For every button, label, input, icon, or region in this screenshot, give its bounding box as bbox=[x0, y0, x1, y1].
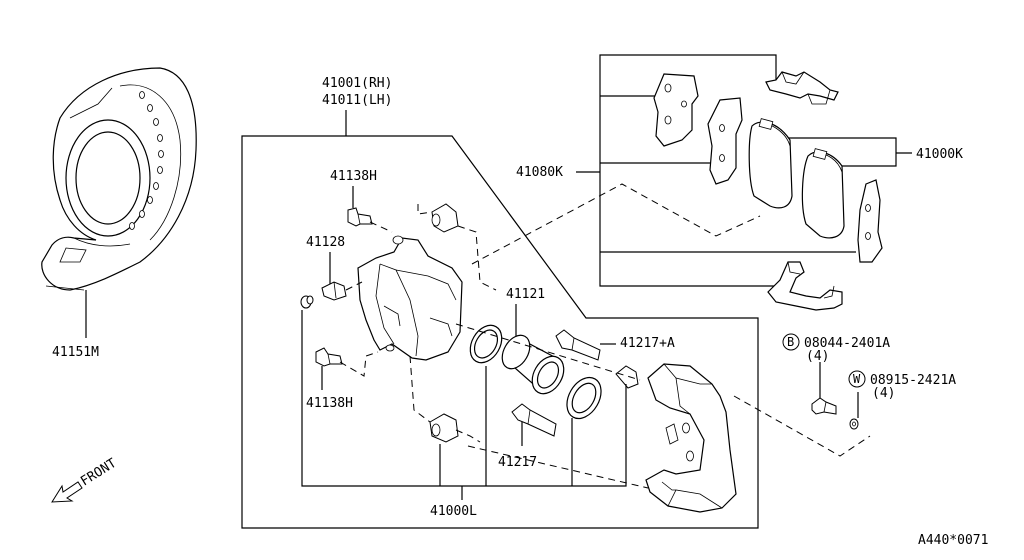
label-caliper-rh: 41001(RH) bbox=[322, 76, 392, 91]
pin-boot-upper-part bbox=[431, 203, 459, 233]
brake-pad-inner-part bbox=[801, 148, 845, 239]
guide-pin-lower-part bbox=[511, 403, 557, 437]
pin-boot-small-part bbox=[615, 365, 639, 389]
brake-pad-outer-part bbox=[748, 118, 793, 209]
label-baffle-plate: 41151M bbox=[52, 345, 99, 360]
washer-part bbox=[849, 418, 859, 430]
pad-retainer-clip-bottom-part bbox=[767, 261, 843, 311]
label-bolt-upper: 41138H bbox=[330, 169, 377, 184]
pad-shim-right-part bbox=[857, 179, 883, 263]
front-arrow-icon bbox=[51, 481, 83, 503]
caliper-bracket-part bbox=[645, 363, 737, 513]
pad-shim-part bbox=[653, 73, 699, 147]
label-pad-kit: 41000K bbox=[916, 147, 963, 162]
bolt-marker-icon: B bbox=[782, 333, 800, 351]
label-bolt-qty: (4) bbox=[806, 349, 829, 364]
pin-boot-lower-part bbox=[429, 413, 459, 443]
label-caliper-lh: 41011(LH) bbox=[322, 93, 392, 108]
caliper-bolt-lower-part bbox=[315, 347, 343, 367]
caliper-body-part bbox=[357, 235, 463, 361]
label-pin-upper: 41217+A bbox=[620, 336, 675, 351]
label-bolt-code: 08044-2401A bbox=[804, 336, 890, 351]
guide-pin-upper-part bbox=[555, 329, 601, 361]
pad-kit-frame bbox=[599, 54, 777, 287]
piston-part bbox=[501, 334, 565, 395]
label-bleeder: 41128 bbox=[306, 235, 345, 250]
dust-cap-part bbox=[300, 295, 314, 309]
caliper-bolt-upper-part bbox=[347, 207, 373, 227]
bleeder-screw-part bbox=[321, 281, 347, 301]
mounting-bolt-part bbox=[811, 397, 837, 415]
label-piston-seal: 41121 bbox=[506, 287, 545, 302]
washer-marker-letter: W bbox=[853, 372, 861, 386]
pad-shim-inner-part bbox=[707, 97, 743, 185]
bolt-marker-letter: B bbox=[787, 335, 794, 349]
caliper-assembly-frame bbox=[241, 135, 759, 529]
piston-seal-part bbox=[469, 324, 503, 364]
label-repair-kit: 41000L bbox=[430, 504, 477, 519]
label-front: FRONT bbox=[78, 456, 119, 490]
piston-boot-part bbox=[566, 376, 602, 420]
pad-retainer-clip-top-part bbox=[765, 71, 839, 105]
diagram-id: A440*0071 bbox=[918, 533, 988, 548]
baffle-plate-part bbox=[41, 67, 197, 291]
label-pin-lower: 41217 bbox=[498, 455, 537, 470]
washer-marker-icon: W bbox=[848, 370, 866, 388]
label-bolt-lower: 41138H bbox=[306, 396, 353, 411]
label-washer-code: 08915-2421A bbox=[870, 373, 956, 388]
label-washer-qty: (4) bbox=[872, 386, 895, 401]
label-pad-shim-kit: 41080K bbox=[516, 165, 563, 180]
